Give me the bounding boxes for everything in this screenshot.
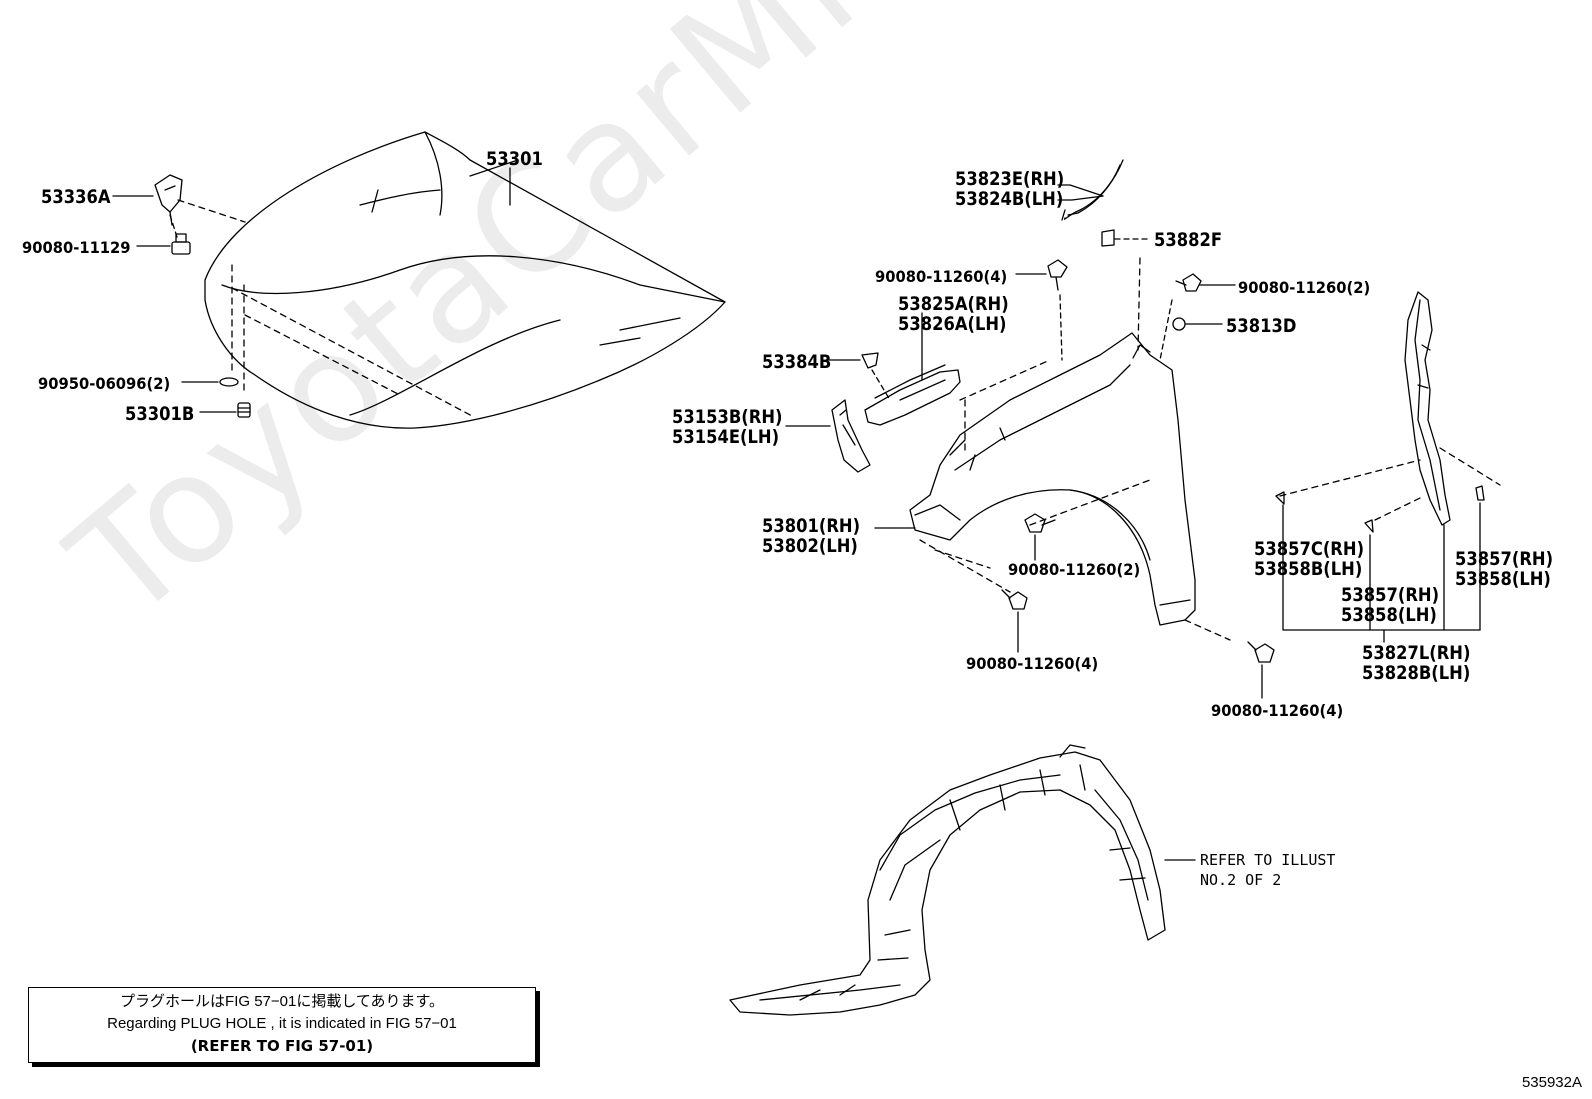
label-53336A: 53336A bbox=[41, 186, 111, 208]
label-53857-right: 53857(RH) bbox=[1455, 548, 1554, 570]
label-90080-11260-2a: 90080-11260(2) bbox=[1238, 278, 1371, 297]
note-japanese: プラグホールはFIG 57−01に掲載してあります。 bbox=[120, 993, 444, 1010]
label-53384B: 53384B bbox=[762, 351, 832, 373]
label-53823E: 53823E(RH) bbox=[955, 168, 1065, 190]
label-53858-right: 53858(LH) bbox=[1455, 568, 1551, 590]
label-53825A: 53825A(RH) bbox=[898, 293, 1009, 315]
bolt-90080-11260-lower-right bbox=[1248, 642, 1274, 662]
refer-note-line2: NO.2 OF 2 bbox=[1200, 871, 1282, 889]
label-53154E: 53154E(LH) bbox=[672, 426, 780, 448]
hood-panel bbox=[205, 132, 725, 428]
figure-id: 535932A bbox=[1521, 1074, 1582, 1091]
plug-hole-note: プラグホールはFIG 57−01に掲載してあります。 Regarding PLU… bbox=[28, 987, 536, 1063]
label-53801: 53801(RH) bbox=[762, 515, 861, 537]
label-53153B: 53153B(RH) bbox=[672, 406, 783, 428]
refer-note-line1: REFER TO ILLUST bbox=[1200, 851, 1336, 869]
label-90080-11260-4a: 90080-11260(4) bbox=[875, 267, 1008, 286]
bracket-53825A bbox=[865, 365, 960, 425]
label-53301B: 53301B bbox=[125, 403, 195, 425]
label-53828B: 53828B(LH) bbox=[1362, 662, 1471, 684]
label-53858B: 53858B(LH) bbox=[1254, 558, 1363, 580]
fender-liner bbox=[730, 745, 1165, 1015]
seal-53827L bbox=[1405, 292, 1450, 525]
fender-panel bbox=[910, 333, 1195, 625]
note-english: Regarding PLUG HOLE , it is indicated in… bbox=[107, 1015, 457, 1032]
bracket-53153B bbox=[832, 400, 870, 472]
label-53857-mid: 53857(RH) bbox=[1341, 584, 1440, 606]
seal-53823E bbox=[1062, 160, 1123, 220]
clip-53857C bbox=[1276, 492, 1284, 504]
bolt-90080-11260-top bbox=[1176, 274, 1201, 291]
label-53824B: 53824B(LH) bbox=[955, 188, 1064, 210]
label-53857C: 53857C(RH) bbox=[1254, 538, 1365, 560]
label-53826A: 53826A(LH) bbox=[898, 313, 1007, 335]
label-90080-11129: 90080-11129 bbox=[22, 238, 131, 257]
label-53802: 53802(LH) bbox=[762, 535, 858, 557]
plug-90950-06096 bbox=[220, 378, 238, 386]
note-reference: (REFER TO FIG 57-01) bbox=[190, 1037, 374, 1055]
label-90080-11260-4c: 90080-11260(4) bbox=[1211, 701, 1344, 720]
label-90080-11260-2b: 90080-11260(2) bbox=[1008, 560, 1141, 579]
clip-53813D bbox=[1172, 317, 1186, 331]
label-90950-06096: 90950-06096(2) bbox=[38, 374, 171, 393]
bolt-90080-11260-upper bbox=[1048, 260, 1067, 290]
label-53882F: 53882F bbox=[1154, 229, 1223, 251]
bolt-90080-11260-lower-left bbox=[1002, 590, 1027, 609]
label-53858-mid: 53858(LH) bbox=[1341, 604, 1437, 626]
bolt-90080-11129 bbox=[172, 234, 190, 254]
label-53301: 53301 bbox=[486, 148, 543, 170]
clip-53384B bbox=[862, 353, 878, 368]
clip-53857-right bbox=[1476, 486, 1484, 500]
label-53827L: 53827L(RH) bbox=[1362, 642, 1471, 664]
clip-53857-mid bbox=[1365, 520, 1373, 532]
label-90080-11260-4b: 90080-11260(4) bbox=[966, 654, 1099, 673]
label-53813D: 53813D bbox=[1226, 315, 1297, 337]
bolt-90080-11260-mid bbox=[1025, 514, 1055, 532]
cushion-53301B bbox=[238, 403, 250, 417]
clip-53882F bbox=[1102, 230, 1114, 246]
